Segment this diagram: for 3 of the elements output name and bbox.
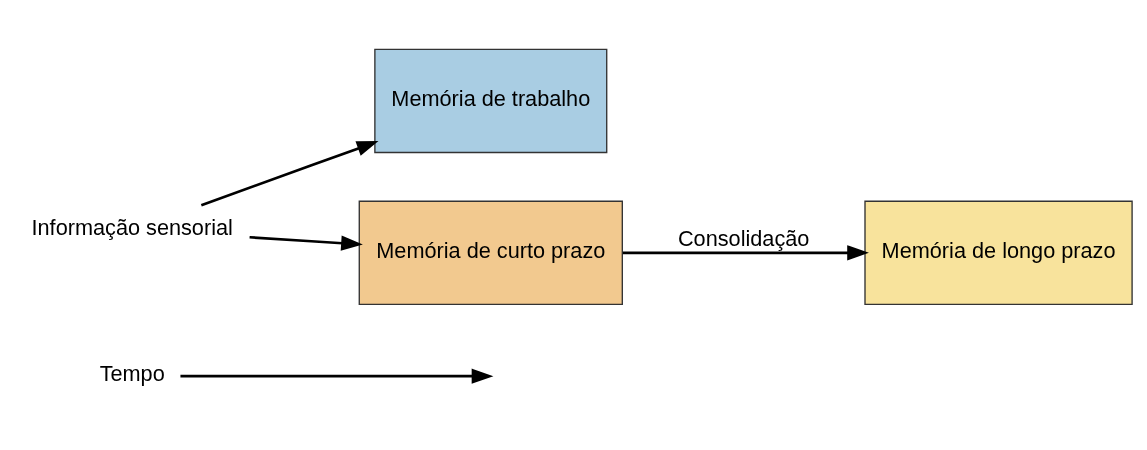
- node-text: Informação sensorial: [31, 214, 233, 240]
- label: Tempo: [99, 361, 165, 387]
- edge-label: Consolidação: [677, 225, 810, 251]
